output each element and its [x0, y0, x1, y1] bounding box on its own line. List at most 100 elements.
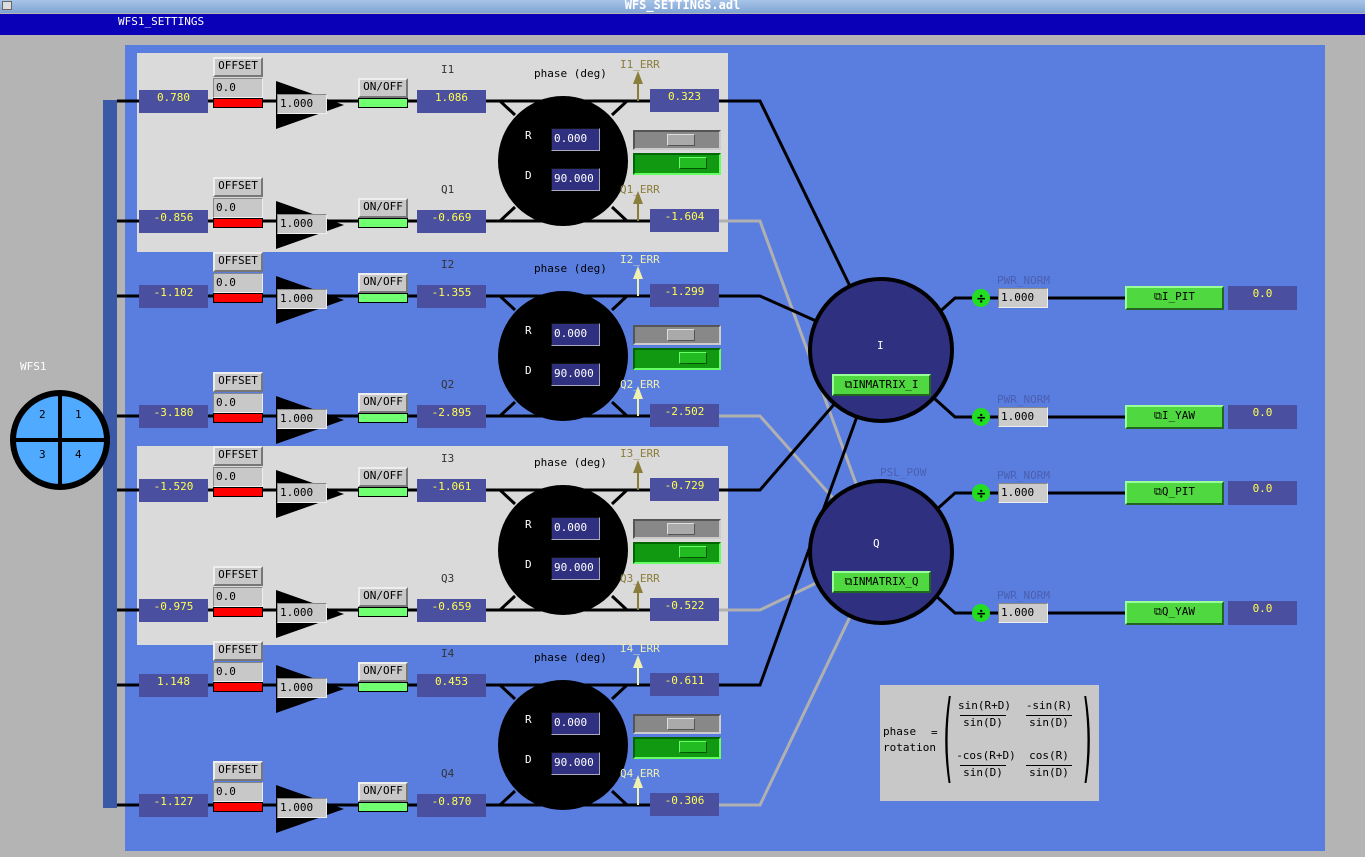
i2-offset-status-bar [213, 293, 263, 303]
q3-err-label: Q3_ERR [620, 572, 660, 585]
output-q_pit-button[interactable]: ⧉Q_PIT [1125, 481, 1224, 505]
related-display-icon: ⧉ [1154, 485, 1162, 498]
slider-thumb[interactable] [667, 523, 695, 535]
r-label: R [525, 324, 532, 337]
i2-offset-input[interactable]: 0.0 [213, 273, 263, 293]
ch4-r-input[interactable]: 0.000 [551, 712, 600, 735]
q4-onoff-button[interactable]: ON/OFF [358, 782, 408, 802]
ch1-d-input[interactable]: 90.000 [551, 168, 600, 191]
i1-onoff-button[interactable]: ON/OFF [358, 78, 408, 98]
signal-wire [485, 683, 517, 701]
q1-offset-input[interactable]: 0.0 [213, 198, 263, 218]
output-q_yaw-value: 0.0 [1228, 601, 1297, 625]
pwr-norm-label: PWR_NORM [997, 393, 1050, 406]
pwr-norm-input[interactable]: 1.000 [998, 603, 1048, 623]
q2-onoff-button[interactable]: ON/OFF [358, 393, 408, 413]
q3-readback: -0.975 [139, 599, 208, 622]
related-display-icon: ⧉ [844, 575, 853, 588]
window-menu-button[interactable] [2, 1, 12, 10]
q2-offset-input[interactable]: 0.0 [213, 393, 263, 413]
q3-gain-input[interactable]: 1.000 [277, 603, 327, 623]
i3-offset-input[interactable]: 0.0 [213, 467, 263, 487]
q2-gain-input[interactable]: 1.000 [277, 409, 327, 429]
q4-label: Q4 [441, 767, 455, 780]
q2-value: -2.895 [417, 405, 486, 428]
output-q_yaw-button[interactable]: ⧉Q_YAW [1125, 601, 1224, 625]
ch1-d-slider[interactable] [633, 153, 721, 175]
signal-wire [485, 294, 517, 312]
i2-onoff-button[interactable]: ON/OFF [358, 273, 408, 293]
ch4-d-input[interactable]: 90.000 [551, 752, 600, 775]
q2-offset-button[interactable]: OFFSET [213, 372, 263, 392]
q1-label: Q1 [441, 183, 455, 196]
ch2-d-slider[interactable] [633, 348, 721, 370]
q4-gain-input[interactable]: 1.000 [277, 798, 327, 818]
q4-offset-input[interactable]: 0.0 [213, 782, 263, 802]
i4-offset-input[interactable]: 0.0 [213, 662, 263, 682]
i1-gain-input[interactable]: 1.000 [277, 94, 327, 114]
i1-offset-status-bar [213, 98, 263, 108]
i4-onoff-button[interactable]: ON/OFF [358, 662, 408, 682]
slider-thumb[interactable] [679, 741, 707, 753]
phase-label: phase (deg) [534, 67, 607, 80]
slider-thumb[interactable] [667, 718, 695, 730]
slider-thumb[interactable] [679, 546, 707, 558]
ch2-r-input[interactable]: 0.000 [551, 323, 600, 346]
i3-offset-button[interactable]: OFFSET [213, 446, 263, 466]
inmatrix-q-button[interactable]: ⧉INMATRIX_Q [832, 571, 931, 593]
q1-offset-button[interactable]: OFFSET [213, 177, 263, 197]
inmatrix-i-button[interactable]: ⧉INMATRIX_I [832, 374, 931, 396]
q4-offset-button[interactable]: OFFSET [213, 761, 263, 781]
ch3-d-slider[interactable] [633, 542, 721, 564]
ch1-r-input[interactable]: 0.000 [551, 128, 600, 151]
i2-offset-button[interactable]: OFFSET [213, 252, 263, 272]
q4-err-value: -0.306 [650, 793, 719, 816]
ch2-r-slider[interactable] [633, 325, 721, 345]
q4-offset-status-bar [213, 802, 263, 812]
m21-den: sin(D) [960, 765, 1006, 779]
i1-offset-button[interactable]: OFFSET [213, 57, 263, 77]
formula-equals: = [931, 726, 938, 739]
i4-err-value: -0.611 [650, 673, 719, 696]
q2-readback: -3.180 [139, 405, 208, 428]
i3-gain-input[interactable]: 1.000 [277, 483, 327, 503]
ch3-d-input[interactable]: 90.000 [551, 557, 600, 580]
output-i_yaw-button[interactable]: ⧉I_YAW [1125, 405, 1224, 429]
d-label: D [525, 364, 532, 377]
i3-onoff-button[interactable]: ON/OFF [358, 467, 408, 487]
i3-value: -1.061 [417, 479, 486, 502]
slider-thumb[interactable] [667, 329, 695, 341]
q3-offset-input[interactable]: 0.0 [213, 587, 263, 607]
i3-offset-status-bar [213, 487, 263, 497]
q2-label: Q2 [441, 378, 455, 391]
ch2-d-input[interactable]: 90.000 [551, 363, 600, 386]
slider-thumb[interactable] [679, 352, 707, 364]
ch3-r-slider[interactable] [633, 519, 721, 539]
pwr-norm-input[interactable]: 1.000 [998, 288, 1048, 308]
pwr-norm-input[interactable]: 1.000 [998, 483, 1048, 503]
i1-offset-input[interactable]: 0.0 [213, 78, 263, 98]
i4-gain-input[interactable]: 1.000 [277, 678, 327, 698]
divide-icon-glyph: ÷ [977, 486, 985, 502]
pwr-norm-input[interactable]: 1.000 [998, 407, 1048, 427]
q1-gain-input[interactable]: 1.000 [277, 214, 327, 234]
output-i_pit-button[interactable]: ⧉I_PIT [1125, 286, 1224, 310]
ch1-r-slider[interactable] [633, 130, 721, 150]
slider-thumb[interactable] [667, 134, 695, 146]
ch3-r-input[interactable]: 0.000 [551, 517, 600, 540]
quadrant-2-label: 2 [39, 408, 46, 421]
q3-offset-button[interactable]: OFFSET [213, 566, 263, 586]
slider-thumb[interactable] [679, 157, 707, 169]
window-title: WFS_SETTINGS.adl [624, 0, 741, 12]
output-q_pit-value: 0.0 [1228, 481, 1297, 505]
q1-onoff-button[interactable]: ON/OFF [358, 198, 408, 218]
i1-readback: 0.780 [139, 90, 208, 113]
q1-offset-status-bar [213, 218, 263, 228]
divide-icon [972, 289, 990, 307]
q3-onoff-button[interactable]: ON/OFF [358, 587, 408, 607]
ch4-r-slider[interactable] [633, 714, 721, 734]
ch4-d-slider[interactable] [633, 737, 721, 759]
i4-label: I4 [441, 647, 455, 660]
i4-offset-button[interactable]: OFFSET [213, 641, 263, 661]
i2-gain-input[interactable]: 1.000 [277, 289, 327, 309]
